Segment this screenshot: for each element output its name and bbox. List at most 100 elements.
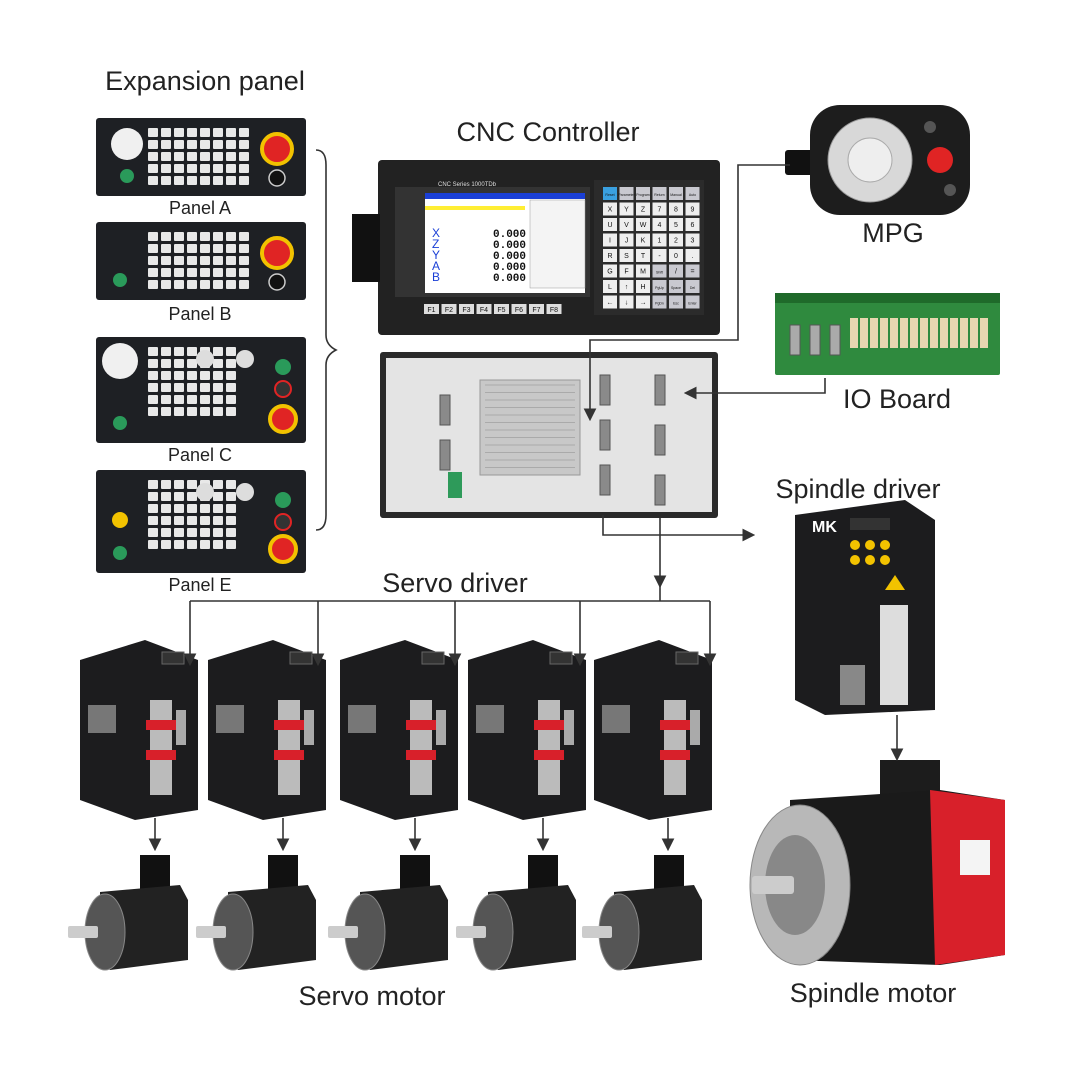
servo-db-connector: [176, 710, 186, 745]
servo-red-terminal: [146, 750, 176, 760]
highlight-bar: [425, 206, 525, 210]
key: [161, 280, 171, 289]
relay: [920, 318, 928, 348]
axis-label-A: A: [432, 259, 440, 273]
key: [213, 268, 223, 277]
panel-b: [96, 222, 306, 300]
key: [148, 280, 158, 289]
keypad-key: [685, 187, 700, 200]
keypad-key: [603, 264, 617, 278]
key: [174, 528, 184, 537]
key: [239, 268, 249, 277]
key: [174, 492, 184, 501]
keypad-key-label: H: [640, 284, 645, 291]
start-button: [113, 546, 127, 560]
key: [174, 347, 184, 356]
key: [200, 371, 210, 380]
key: [226, 383, 236, 392]
servo-terminal-block: [664, 700, 686, 795]
key: [187, 268, 197, 277]
key: [213, 232, 223, 241]
keypad-key-label: I: [609, 238, 611, 245]
key: [226, 152, 236, 161]
panel-a: [96, 118, 306, 196]
servo-unit-5: [582, 640, 712, 971]
io-terminal-strip: [775, 293, 1000, 303]
mpg-dial: [847, 137, 893, 183]
driver-key: [850, 540, 860, 550]
keypad-key-label: ↑: [625, 284, 629, 291]
servo-motor-encoder: [654, 855, 684, 890]
servo-display: [549, 651, 573, 665]
servo-motor-shaft: [196, 926, 226, 938]
spindle-driver-label: Spindle driver: [775, 474, 941, 504]
panel-e-label: Panel E: [168, 575, 232, 595]
key: [187, 244, 197, 253]
power-off-button: [274, 380, 292, 398]
brace: [315, 149, 338, 531]
keypad-key: [685, 249, 700, 262]
fan-icon: [348, 705, 376, 733]
key: [161, 347, 171, 356]
key: [200, 383, 210, 392]
keypad-key: [652, 233, 667, 247]
db-connector: [654, 474, 666, 506]
relay: [930, 318, 938, 348]
keypad-key-label: Auto: [689, 193, 696, 197]
key: [200, 164, 210, 173]
key: [187, 528, 197, 537]
key: [187, 504, 197, 513]
io-db-connector: [809, 324, 821, 356]
key: [174, 280, 184, 289]
relay: [870, 318, 878, 348]
servo-driver-label: Servo driver: [382, 568, 528, 598]
key: [200, 516, 210, 525]
key: [174, 176, 184, 185]
keypad-key-label: -: [658, 253, 661, 260]
key: [226, 395, 236, 404]
function-key-label: F7: [532, 307, 540, 314]
relay: [950, 318, 958, 348]
key: [226, 528, 236, 537]
key: [161, 371, 171, 380]
keypad-key: [652, 249, 667, 262]
key: [187, 359, 197, 368]
key: [200, 128, 210, 137]
key: [161, 152, 171, 161]
io-board-connection: [683, 378, 826, 400]
key: [174, 244, 184, 253]
spindle-motor-junction-box: [880, 760, 940, 795]
key: [161, 164, 171, 173]
keypad: [594, 180, 704, 315]
function-key: [459, 304, 474, 314]
emergency-stop-button: [260, 236, 294, 270]
keypad-key-label: M: [640, 269, 646, 276]
handwheel-icon: [111, 128, 143, 160]
key: [200, 244, 210, 253]
keypad-key: [685, 202, 700, 216]
key: [148, 395, 158, 404]
servo-unit-4: [456, 640, 586, 971]
key: [174, 516, 184, 525]
keypad-key: [619, 280, 634, 293]
key: [161, 359, 171, 368]
servo-terminal-block: [150, 700, 172, 795]
servo-motor-encoder: [400, 855, 430, 890]
emergency-stop-button: [268, 404, 298, 434]
spindle-motor-shaft: [752, 876, 794, 894]
key: [161, 395, 171, 404]
key: [187, 492, 197, 501]
key: [213, 407, 223, 416]
keypad-key: [619, 264, 634, 278]
keypad-key-label: →: [640, 300, 647, 307]
servo-red-terminal: [274, 720, 304, 730]
key: [213, 152, 223, 161]
servo-red-terminal: [660, 750, 690, 760]
keypad-key-label: 7: [658, 207, 662, 214]
function-key: [546, 304, 562, 314]
servo-unit-1: [68, 640, 198, 971]
keypad-key: [652, 280, 667, 293]
keypad-key-label: 1: [658, 238, 662, 245]
key: [213, 371, 223, 380]
